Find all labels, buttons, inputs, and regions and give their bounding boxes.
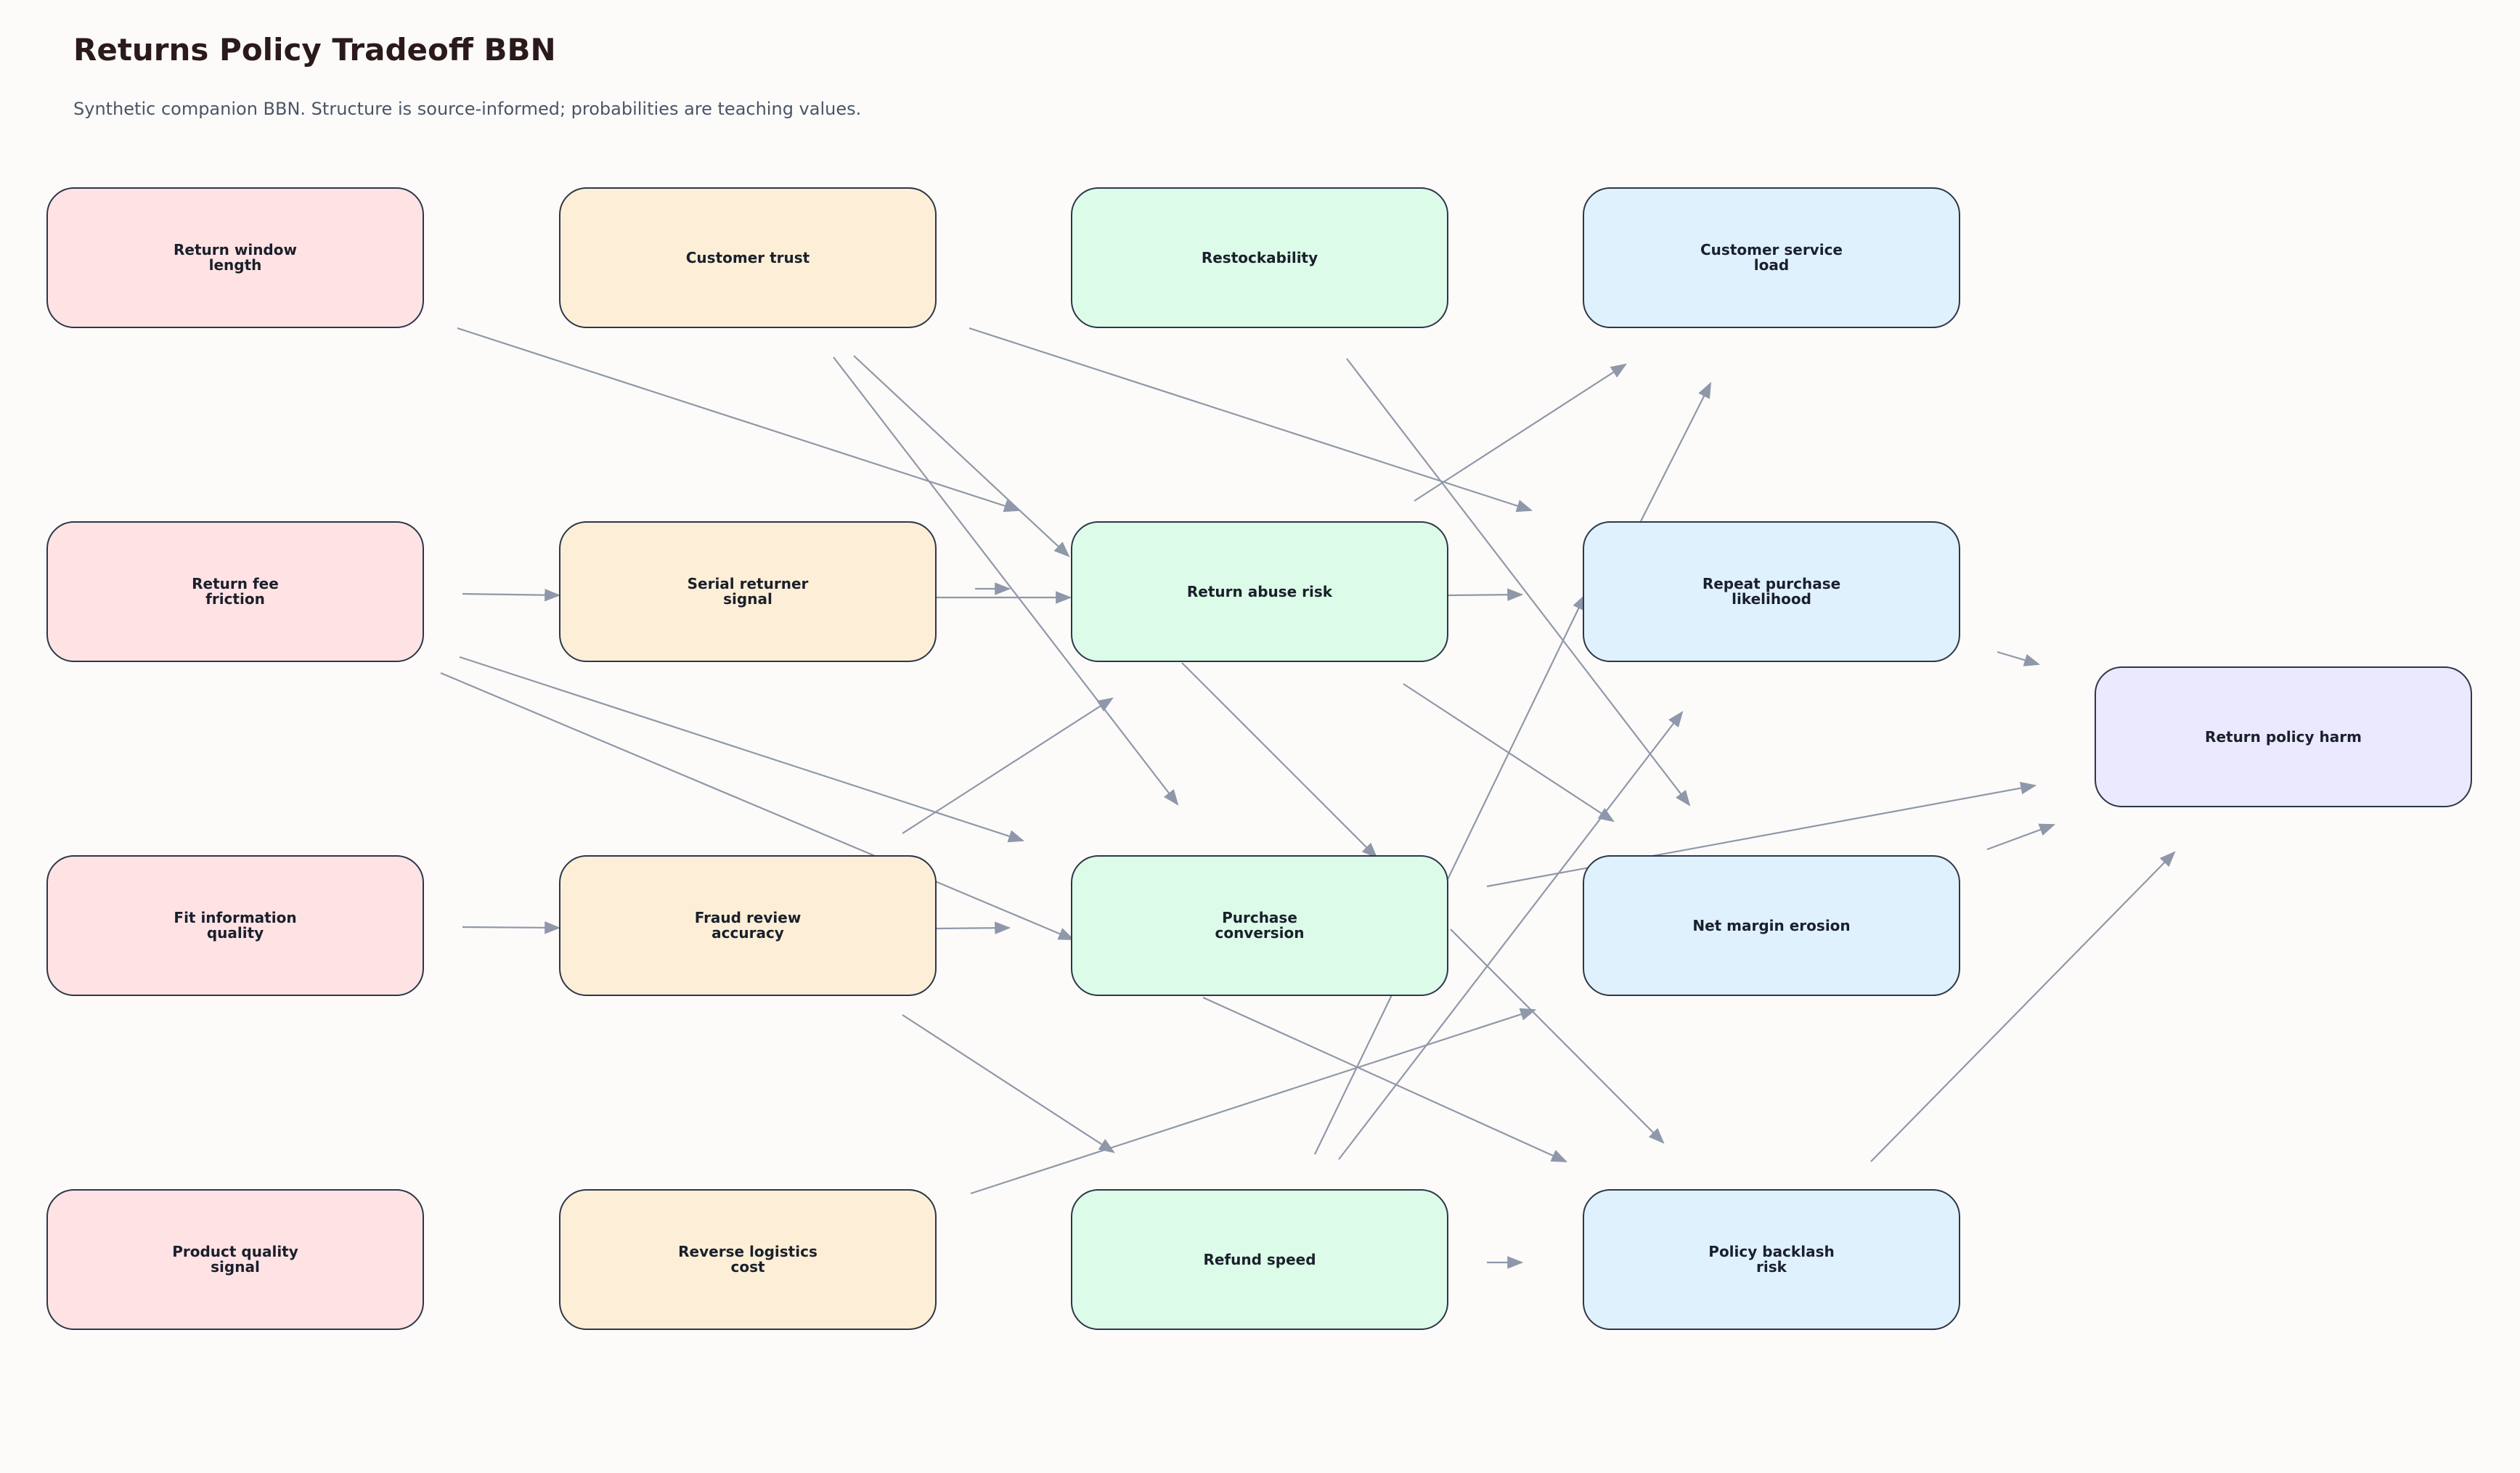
node-refund-speed[interactable]: Refund speed — [1071, 1189, 1448, 1330]
node-label: Customer service load — [1700, 241, 1843, 274]
node-serial-returner-signal[interactable]: Serial returner signal — [559, 521, 937, 662]
edge — [1450, 929, 1665, 1144]
node-fit-information-quality[interactable]: Fit information quality — [46, 855, 424, 996]
edge — [1486, 781, 2037, 888]
node-label: Return abuse risk — [1186, 582, 1333, 600]
edge — [1997, 650, 2041, 666]
node-label: Reverse logistics cost — [678, 1243, 817, 1276]
edge — [833, 356, 1179, 806]
node-return-abuse-risk[interactable]: Return abuse risk — [1071, 521, 1448, 662]
node-label: Return policy harm — [2205, 727, 2362, 746]
edge — [902, 1014, 1115, 1154]
edge — [1640, 382, 1711, 522]
node-restockability[interactable]: Restockability — [1071, 187, 1448, 328]
edge — [969, 327, 1533, 513]
node-label: Customer trust — [685, 248, 810, 266]
node-return-policy-harm[interactable]: Return policy harm — [2095, 666, 2472, 807]
node-label: Return fee friction — [192, 575, 279, 608]
edge — [936, 921, 1011, 934]
edge — [462, 921, 561, 934]
edge — [459, 656, 1025, 843]
node-return-fee-friction[interactable]: Return fee friction — [46, 521, 424, 662]
edge — [902, 697, 1114, 834]
node-fraud-review-accuracy[interactable]: Fraud review accuracy — [559, 855, 937, 996]
node-repeat-purchase-likelihood[interactable]: Repeat purchase likelihood — [1583, 521, 1960, 662]
node-label: Product quality signal — [172, 1243, 298, 1276]
node-policy-backlash-risk[interactable]: Policy backlash risk — [1583, 1189, 1960, 1330]
node-purchase-conversion[interactable]: Purchase conversion — [1071, 855, 1448, 996]
node-label: Policy backlash risk — [1708, 1243, 1835, 1276]
edge — [457, 327, 1021, 513]
node-label: Serial returner signal — [687, 575, 809, 608]
edge — [1338, 711, 1684, 1160]
node-label: Repeat purchase likelihood — [1702, 575, 1841, 608]
edge — [462, 588, 561, 602]
edge — [1314, 594, 1586, 1155]
node-label: Net margin erosion — [1692, 916, 1851, 934]
edge — [1202, 996, 1568, 1163]
node-label: Purchase conversion — [1215, 909, 1305, 942]
node-label: Restockability — [1201, 248, 1318, 266]
edge — [853, 355, 1070, 558]
edge — [1414, 363, 1627, 502]
node-product-quality-signal[interactable]: Product quality signal — [46, 1189, 424, 1330]
edge — [970, 1008, 1537, 1195]
diagram-subtitle: Synthetic companion BBN. Structure is so… — [73, 99, 862, 119]
diagram-title: Returns Policy Tradeoff BBN — [73, 32, 556, 68]
edge — [1870, 851, 2176, 1162]
node-label: Return window length — [174, 241, 297, 274]
node-reverse-logistics-cost[interactable]: Reverse logistics cost — [559, 1189, 937, 1330]
node-label: Fit information quality — [174, 909, 297, 942]
node-label: Fraud review accuracy — [694, 909, 802, 942]
node-label: Refund speed — [1203, 1250, 1316, 1268]
edge — [1986, 823, 2056, 851]
node-customer-service-load[interactable]: Customer service load — [1583, 187, 1960, 328]
edge — [440, 672, 1075, 941]
edge — [1181, 662, 1378, 859]
node-net-margin-erosion[interactable]: Net margin erosion — [1583, 855, 1960, 996]
node-return-window-length[interactable]: Return window length — [46, 187, 424, 328]
edge — [1346, 358, 1691, 807]
node-customer-trust[interactable]: Customer trust — [559, 187, 937, 328]
